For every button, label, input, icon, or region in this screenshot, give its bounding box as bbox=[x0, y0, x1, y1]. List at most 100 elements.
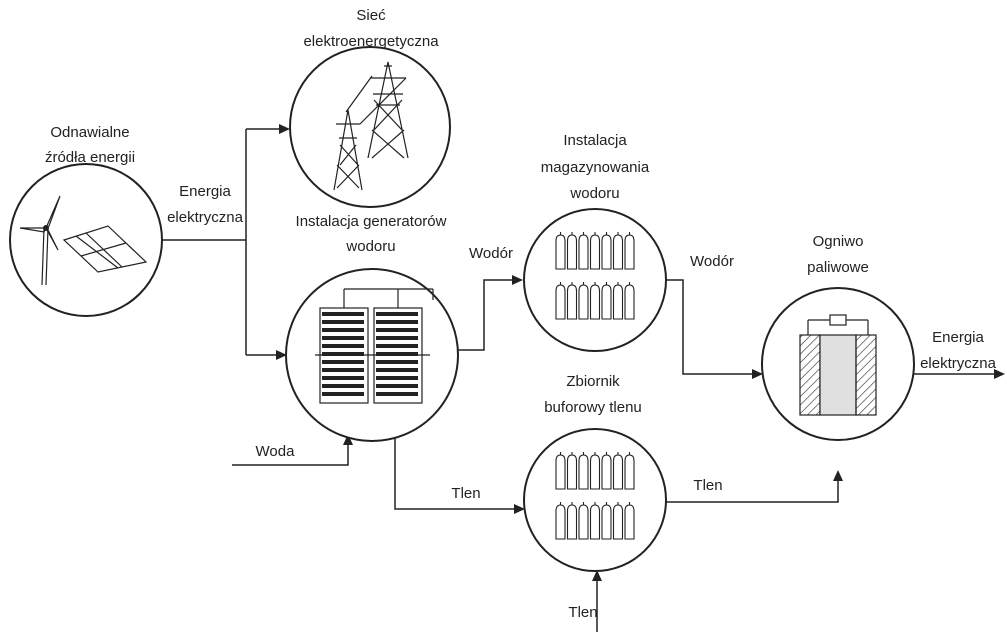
arrow-water-icon bbox=[343, 434, 353, 445]
electrolyzer-plate bbox=[322, 352, 364, 356]
water-input-line bbox=[232, 445, 349, 466]
renewables-circle bbox=[9, 163, 163, 317]
renewables-label-line1: Odnawialne bbox=[50, 124, 129, 141]
grid-label-line1: Sieć bbox=[356, 7, 386, 24]
storage-node bbox=[523, 208, 667, 352]
electrolyzer-plate bbox=[322, 376, 364, 380]
electrolyzer-plate bbox=[322, 312, 364, 316]
oxygen-label-2: Tlen bbox=[693, 477, 722, 494]
gas-cylinder bbox=[589, 454, 601, 490]
gas-cylinder bbox=[566, 454, 578, 490]
gas-cylinder bbox=[612, 454, 624, 490]
generators-label-line2: wodoru bbox=[345, 238, 395, 255]
arrow-to-grid-icon bbox=[279, 124, 290, 134]
gas-cylinder bbox=[612, 284, 624, 320]
grid-node bbox=[289, 46, 451, 208]
gas-cylinder bbox=[624, 284, 635, 320]
storage-label-line2: magazynowania bbox=[541, 159, 650, 176]
buffer-label-line1: Zbiornik bbox=[566, 373, 620, 390]
fuel-cell-node bbox=[761, 287, 915, 441]
hydrogen-to-storage-line bbox=[458, 279, 512, 351]
fuel-cell-label-line2: paliwowe bbox=[807, 259, 869, 276]
electrolyzer-plate bbox=[322, 320, 364, 324]
arrow-to-generators-icon bbox=[276, 350, 287, 360]
arrow-oxygen-external-icon bbox=[592, 570, 602, 581]
gas-cylinder bbox=[555, 504, 566, 540]
gas-cylinder bbox=[601, 284, 612, 320]
buffer-circle bbox=[523, 428, 667, 572]
gas-cylinder bbox=[578, 504, 589, 540]
arrow-to-buffer-icon bbox=[514, 504, 525, 514]
storage-label-line3: wodoru bbox=[569, 185, 619, 202]
electrolyzer-plate bbox=[376, 328, 418, 332]
electrolyzer-plate bbox=[376, 320, 418, 324]
gas-cylinder bbox=[612, 234, 624, 270]
electrolyzer-plate bbox=[322, 344, 364, 348]
electrolyzer-plate bbox=[322, 336, 364, 340]
electrolyzer-plate bbox=[322, 360, 364, 364]
gas-cylinder bbox=[578, 284, 589, 320]
storage-label-line1: Instalacja bbox=[563, 132, 627, 149]
energy-in-label-line2: elektryczna bbox=[167, 209, 244, 226]
electrolyzer-plate bbox=[322, 384, 364, 388]
gas-cylinder bbox=[589, 284, 601, 320]
arrow-oxygen-to-fuel-cell-icon bbox=[833, 470, 843, 481]
hydrogen-label-2: Wodór bbox=[690, 253, 734, 270]
arrow-to-fuel-cell-icon bbox=[752, 369, 763, 379]
fuel-cell-label-line1: Ogniwo bbox=[813, 233, 864, 250]
gas-cylinder bbox=[555, 284, 566, 320]
energy-in-label-line1: Energia bbox=[179, 183, 231, 200]
energy-out-label-line1: Energia bbox=[932, 329, 984, 346]
electrolyzer-plate bbox=[376, 360, 418, 364]
gas-cylinder bbox=[589, 234, 601, 270]
gas-cylinder bbox=[624, 504, 635, 540]
fuel-cell-icon bbox=[799, 314, 877, 416]
water-label: Woda bbox=[256, 443, 296, 460]
electrolyzer-plate bbox=[322, 328, 364, 332]
gas-cylinder bbox=[566, 234, 578, 270]
gas-cylinders-icon bbox=[555, 232, 635, 320]
gas-cylinder bbox=[566, 504, 578, 540]
gas-cylinder bbox=[566, 284, 578, 320]
electrolyzer-plate bbox=[376, 352, 418, 356]
electrolyzer-plate bbox=[376, 344, 418, 348]
gas-cylinder bbox=[624, 454, 635, 490]
renewables-label-line2: źródła energii bbox=[45, 149, 135, 166]
gas-cylinder bbox=[612, 504, 624, 540]
arrow-energy-output-icon bbox=[994, 369, 1005, 379]
gas-cylinder bbox=[601, 454, 612, 490]
electrolyzer-stack-icon bbox=[315, 288, 434, 404]
power-pylon-icon bbox=[333, 61, 409, 191]
electrolyzer-plate bbox=[322, 368, 364, 372]
electrolyzer-plate bbox=[376, 392, 418, 396]
hydrogen-label-1: Wodór bbox=[469, 245, 513, 262]
renewables-node bbox=[9, 163, 163, 317]
gas-cylinder bbox=[589, 504, 601, 540]
grid-label-line2: elektroenergetyczna bbox=[303, 33, 439, 50]
electrolyzer-plate bbox=[376, 312, 418, 316]
buffer-label-line2: buforowy tlenu bbox=[544, 399, 642, 416]
gas-cylinder bbox=[578, 234, 589, 270]
electrolyzer-plate bbox=[376, 336, 418, 340]
gas-cylinder bbox=[624, 234, 635, 270]
hydrogen-to-fuel-cell-line bbox=[665, 279, 752, 375]
generators-node bbox=[285, 268, 459, 442]
oxygen-label-3: Tlen bbox=[568, 604, 597, 621]
gas-cylinder bbox=[578, 454, 589, 490]
wind-turbine-and-solar-panel-icon bbox=[19, 195, 148, 286]
buffer-node bbox=[523, 428, 667, 572]
electrolyzer-plate bbox=[376, 384, 418, 388]
arrow-to-storage-icon bbox=[512, 275, 523, 285]
storage-circle bbox=[523, 208, 667, 352]
flow-lines bbox=[160, 124, 1005, 632]
gas-cylinder bbox=[555, 454, 566, 490]
oxygen-to-buffer-line bbox=[394, 434, 514, 510]
oxygen-label-1: Tlen bbox=[451, 485, 480, 502]
gas-cylinders-icon bbox=[555, 452, 635, 540]
electrolyzer-plate bbox=[376, 368, 418, 372]
gas-cylinder bbox=[555, 234, 566, 270]
electrolyzer-plate bbox=[322, 392, 364, 396]
electrolyzer-plate bbox=[376, 376, 418, 380]
energy-out-label-line2: elektryczna bbox=[920, 355, 997, 372]
